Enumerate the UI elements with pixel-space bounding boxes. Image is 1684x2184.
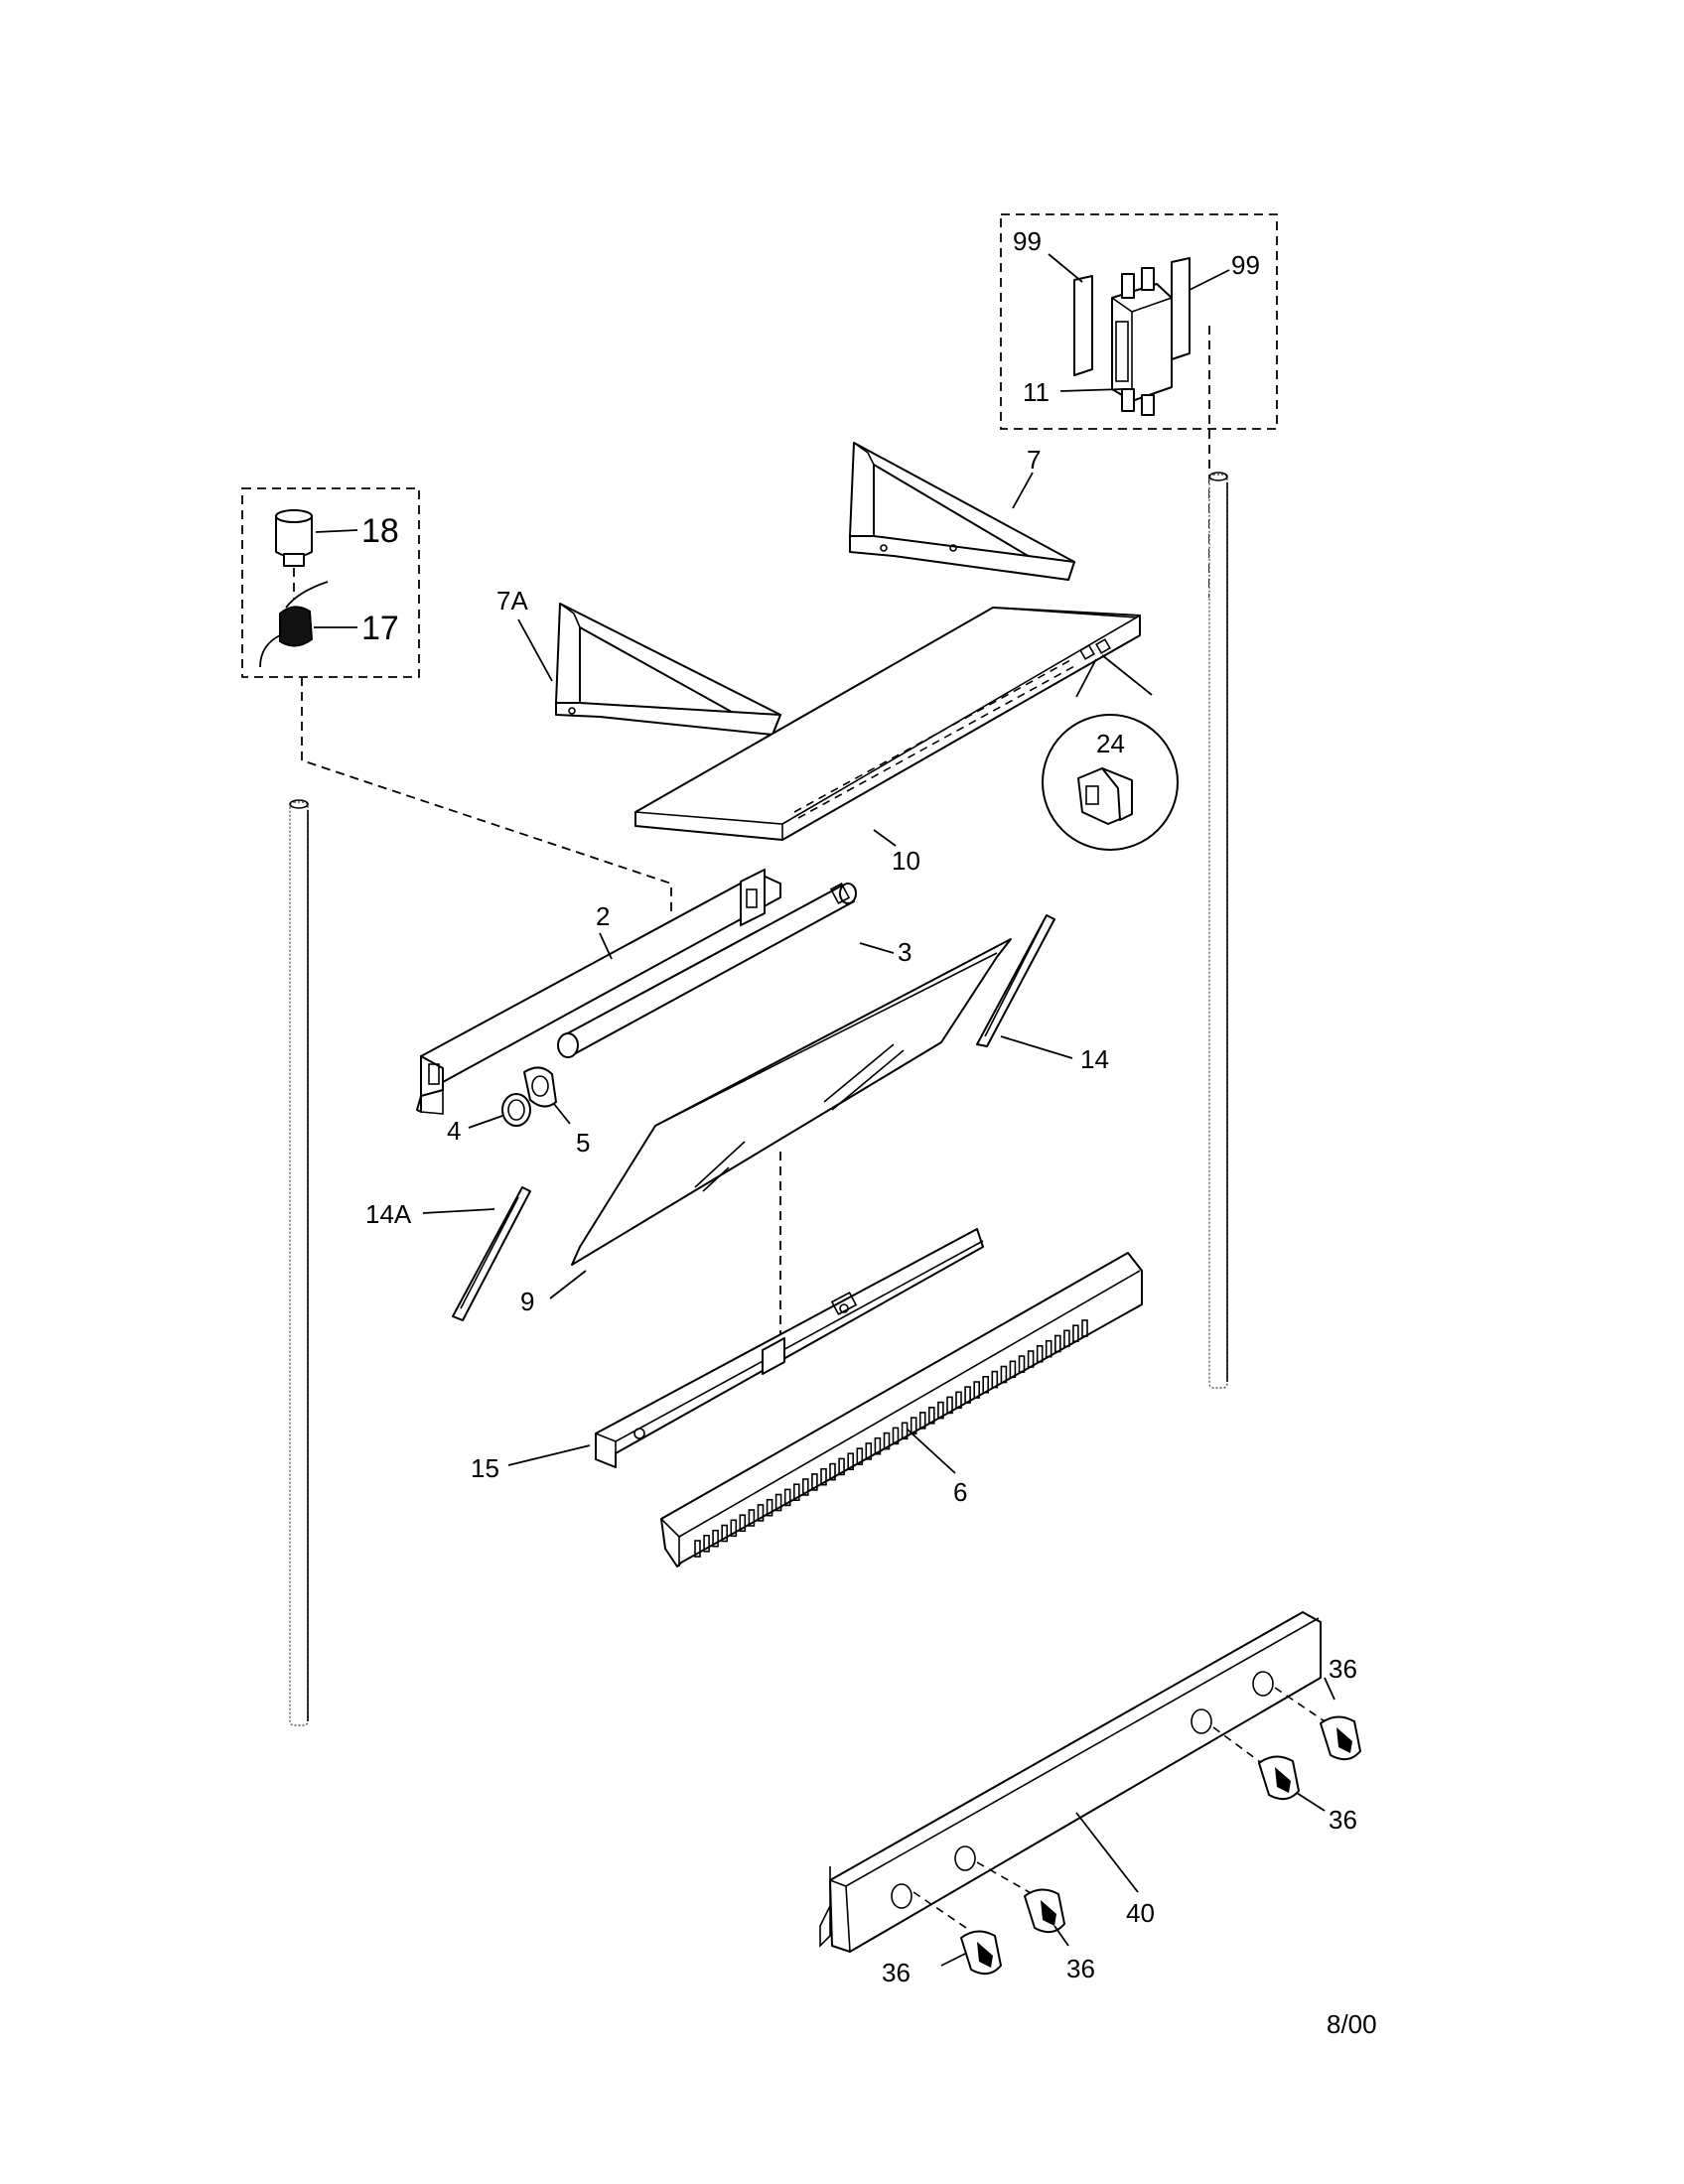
knob-4 [1320, 1715, 1361, 1761]
knob-3 [1258, 1755, 1300, 1801]
label-11: 11 [1023, 377, 1050, 407]
label-4: 4 [447, 1116, 461, 1146]
vent-slot [739, 1514, 747, 1532]
bracket-7a: 7A [496, 586, 781, 736]
vent-slot [937, 1401, 944, 1420]
label-5: 5 [576, 1128, 590, 1158]
vent-slot [820, 1467, 827, 1486]
label-40: 40 [1126, 1898, 1155, 1928]
lamp-holder-4 [501, 1093, 531, 1127]
vent-slot [847, 1452, 855, 1470]
label-10: 10 [892, 846, 920, 876]
label-6: 6 [953, 1477, 967, 1507]
label-36-c: 36 [882, 1958, 911, 1987]
vent-slot [757, 1504, 765, 1522]
mounting-plate-right [1171, 257, 1191, 360]
lamp-socket-box [241, 487, 420, 678]
vent-slot [1018, 1355, 1026, 1373]
vent-slot [783, 1488, 791, 1507]
vent-slot [1054, 1334, 1061, 1353]
mounting-plate-left [1073, 275, 1093, 376]
label-24: 24 [1096, 729, 1125, 758]
label-3: 3 [898, 937, 912, 967]
vent-slot [801, 1478, 809, 1496]
lamp-holder-5 [523, 1066, 557, 1108]
rocker-switch-inset: 24 [1042, 714, 1179, 851]
vent-slot [694, 1540, 701, 1558]
backguard-panel-40: 40 [819, 1611, 1332, 1953]
light-bracket-2: 2 [416, 869, 781, 1115]
vent-slot [1045, 1339, 1052, 1358]
vent-slot [946, 1396, 953, 1415]
control-panel-10: 10 [634, 607, 1153, 876]
label-14a: 14A [365, 1199, 412, 1229]
vent-slot [1063, 1329, 1070, 1348]
vent-slot [927, 1407, 935, 1425]
trim-strip-14: 14 [976, 914, 1109, 1074]
vent-slot [982, 1376, 990, 1394]
label-7a: 7A [496, 586, 528, 615]
vent-slot [865, 1442, 873, 1460]
vent-slot [703, 1535, 710, 1553]
vent-slot [901, 1422, 909, 1440]
label-18: 18 [361, 512, 399, 550]
knob-1 [960, 1930, 1002, 1976]
vent-slot [721, 1524, 729, 1543]
lamp-socket [279, 606, 314, 647]
vent-slot [766, 1498, 773, 1517]
vent-slot [1072, 1324, 1079, 1342]
lower-channel-15: 15 [471, 1228, 984, 1483]
vent-slot [1000, 1365, 1008, 1384]
knob-set-36: 36 36 36 36 [882, 1654, 1361, 1987]
lamp-holder-parts: 4 5 [447, 1066, 590, 1158]
vent-slot [991, 1370, 999, 1389]
label-36-b: 36 [1329, 1805, 1357, 1835]
vent-slot [1036, 1345, 1044, 1363]
vent-slot [883, 1432, 891, 1450]
label-99-left: 99 [1013, 226, 1042, 256]
label-14: 14 [1080, 1044, 1109, 1074]
vent-slot [829, 1462, 836, 1481]
label-7: 7 [1027, 445, 1041, 475]
label-9: 9 [520, 1287, 534, 1316]
bracket-7: 7 [849, 442, 1075, 581]
vent-slot [964, 1386, 971, 1404]
vent-slot [712, 1529, 719, 1548]
fluorescent-tube-3: 3 [557, 883, 912, 1058]
label-99-right: 99 [1231, 250, 1260, 280]
vent-panel-6: 6 [660, 1252, 1143, 1568]
right-post [1208, 472, 1228, 1389]
vent-slot [748, 1509, 756, 1527]
vent-slot [973, 1381, 981, 1399]
vent-slots [694, 1319, 1088, 1558]
label-17: 17 [361, 610, 399, 647]
vent-slot [774, 1493, 782, 1512]
knob-2 [1024, 1888, 1065, 1934]
vent-slot [874, 1436, 882, 1455]
vent-slot [838, 1457, 845, 1476]
vent-slot [910, 1417, 917, 1434]
label-2: 2 [596, 901, 610, 931]
vent-slot [730, 1519, 738, 1538]
switch-assembly-box [1000, 213, 1278, 430]
label-36-d: 36 [1066, 1954, 1095, 1983]
vent-slot [1027, 1350, 1035, 1368]
vent-slot [955, 1391, 962, 1410]
left-post [289, 799, 309, 1726]
vent-slot [856, 1447, 864, 1465]
vent-slot [792, 1483, 800, 1501]
label-36-a: 36 [1329, 1654, 1357, 1684]
vent-slot [892, 1427, 900, 1445]
vent-slot [1081, 1319, 1088, 1337]
vent-slot [811, 1473, 818, 1491]
lamp-socket-group: 18 17 [241, 487, 672, 917]
vent-slot [918, 1412, 926, 1430]
vent-slot [1009, 1360, 1017, 1379]
glass-panel-9: 9 [520, 938, 1012, 1356]
switch-assembly-group: 99 99 11 [1000, 213, 1278, 598]
trim-strip-14a: 14A [365, 1186, 531, 1321]
label-15: 15 [471, 1453, 499, 1483]
date-code: 8/00 [1327, 2009, 1377, 2039]
